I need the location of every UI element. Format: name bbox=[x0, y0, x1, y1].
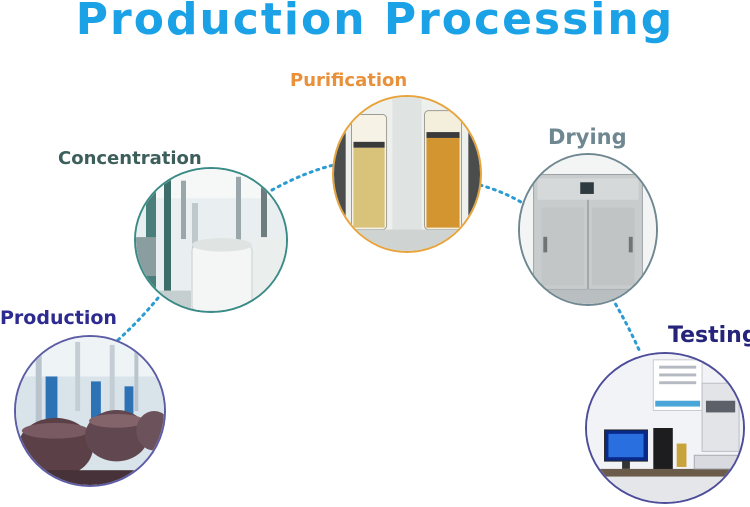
page-title: Production Processing bbox=[75, 0, 675, 45]
connector-concentration-purification bbox=[270, 163, 336, 192]
lab-testing-photo-icon bbox=[587, 354, 743, 502]
drying-oven-photo-icon bbox=[520, 155, 656, 304]
purification-photo bbox=[332, 95, 482, 253]
testing-photo bbox=[585, 352, 745, 504]
connector-production-concentration bbox=[116, 296, 160, 342]
concentration-tanks-photo-icon bbox=[136, 169, 286, 311]
drying-photo bbox=[518, 153, 658, 306]
concentration-photo bbox=[134, 167, 288, 313]
reactor-vessels-photo-icon bbox=[16, 337, 164, 485]
step-label-production: Production bbox=[0, 307, 117, 329]
step-label-testing: Testing bbox=[668, 323, 750, 348]
step-label-purification: Purification bbox=[290, 70, 408, 91]
step-label-concentration: Concentration bbox=[58, 148, 202, 169]
connector-drying-testing bbox=[610, 296, 642, 354]
production-photo bbox=[14, 335, 166, 487]
purification-columns-photo-icon bbox=[334, 97, 480, 251]
connector-purification-drying bbox=[478, 183, 528, 207]
step-label-drying: Drying bbox=[548, 125, 627, 149]
